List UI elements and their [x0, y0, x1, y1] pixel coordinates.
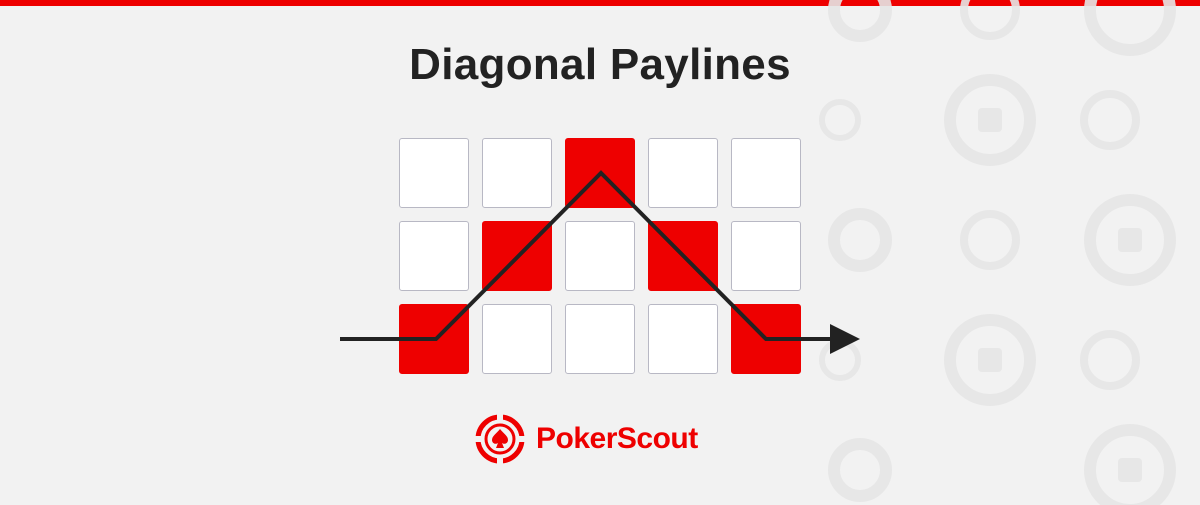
reel-cell	[482, 304, 552, 374]
reel-cell	[482, 138, 552, 208]
payline-arrow-icon	[830, 324, 860, 354]
reel-cell	[648, 304, 718, 374]
reel-cell	[399, 138, 469, 208]
reel-cell	[648, 138, 718, 208]
reel-cell	[565, 304, 635, 374]
reel-cell	[731, 138, 801, 208]
page-title: Diagonal Paylines	[409, 40, 791, 89]
brand-name: PokerScout	[536, 422, 698, 455]
reel-cell	[399, 221, 469, 291]
top-accent-bar	[0, 0, 1200, 6]
payline-line	[340, 170, 832, 341]
reel-cell	[565, 221, 635, 291]
spade-chip-icon	[474, 413, 526, 465]
brand-logo: PokerScout	[474, 413, 698, 465]
reel-cell	[731, 221, 801, 291]
